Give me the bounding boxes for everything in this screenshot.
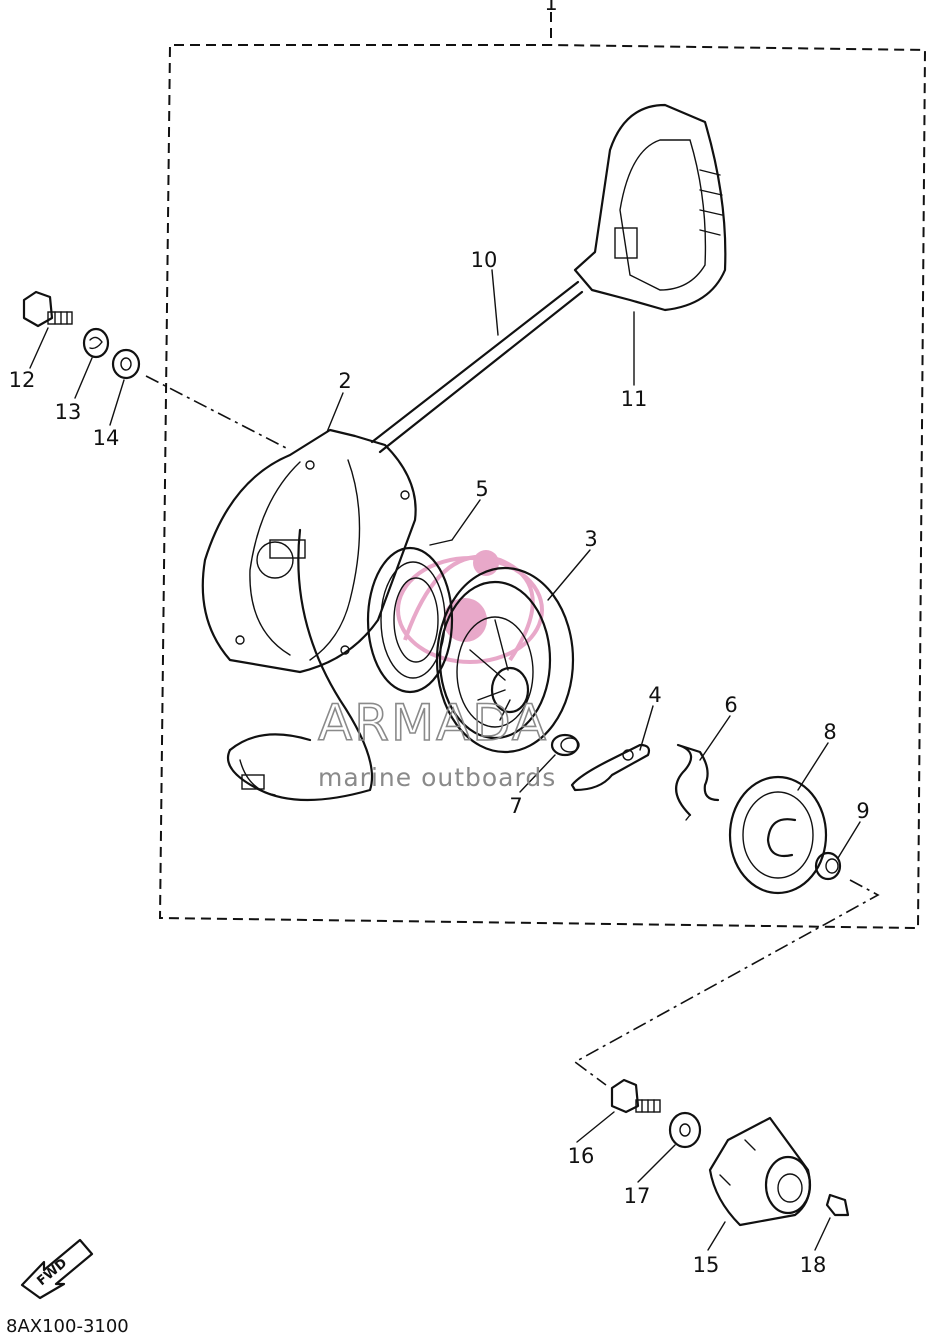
bolt-lower-part — [610, 1078, 661, 1114]
callout-8: 8 — [823, 720, 836, 744]
watermark-brand: ARMADA — [318, 694, 548, 752]
callout-18: 18 — [800, 1253, 827, 1277]
callout-10: 10 — [471, 248, 498, 272]
key-part — [825, 1193, 850, 1217]
callout-16: 16 — [568, 1144, 595, 1168]
callout-9: 9 — [856, 799, 869, 823]
drive-plate-part — [728, 775, 828, 895]
callout-2: 2 — [338, 369, 351, 393]
callout-6: 6 — [724, 693, 737, 717]
washer-part — [111, 348, 141, 380]
callout-17: 17 — [624, 1184, 651, 1208]
callout-4: 4 — [648, 683, 661, 707]
lock-washer-part — [82, 327, 110, 359]
callout-1: 1 — [544, 0, 557, 15]
callout-labels: 1 2 3 4 5 6 7 8 9 10 11 12 13 14 15 16 1… — [9, 0, 870, 1277]
callout-12: 12 — [9, 368, 36, 392]
pulley-part — [708, 1116, 812, 1227]
nut-part — [814, 851, 842, 881]
starter-handle-part — [573, 103, 727, 312]
starter-case-part — [201, 428, 417, 802]
callout-15: 15 — [693, 1253, 720, 1277]
callout-5: 5 — [475, 477, 488, 501]
drive-spring-part — [550, 733, 580, 757]
watermark-logo — [396, 550, 544, 664]
callout-14: 14 — [93, 426, 120, 450]
callout-7: 7 — [509, 794, 522, 818]
callout-3: 3 — [584, 527, 597, 551]
return-spring-part — [675, 743, 720, 821]
watermark-text: ARMADA marine outboards — [317, 693, 556, 792]
drive-pawl-part — [570, 743, 651, 792]
callout-11: 11 — [621, 387, 648, 411]
sheave-drum-part — [435, 566, 575, 754]
diagram-code: 8AX100-3100 — [6, 1316, 129, 1337]
spiral-spring-part — [366, 539, 454, 694]
callout-leaders — [29, 269, 861, 1251]
watermark-tagline: marine outboards — [318, 763, 556, 792]
fwd-arrow-icon: FWD — [20, 1238, 94, 1300]
washer-lower-part — [668, 1111, 702, 1149]
leader-lines — [145, 375, 880, 1086]
callout-13: 13 — [55, 400, 82, 424]
bolt-part — [22, 290, 73, 328]
starter-rope-part — [370, 280, 584, 454]
assembly-boundary — [158, 12, 927, 930]
